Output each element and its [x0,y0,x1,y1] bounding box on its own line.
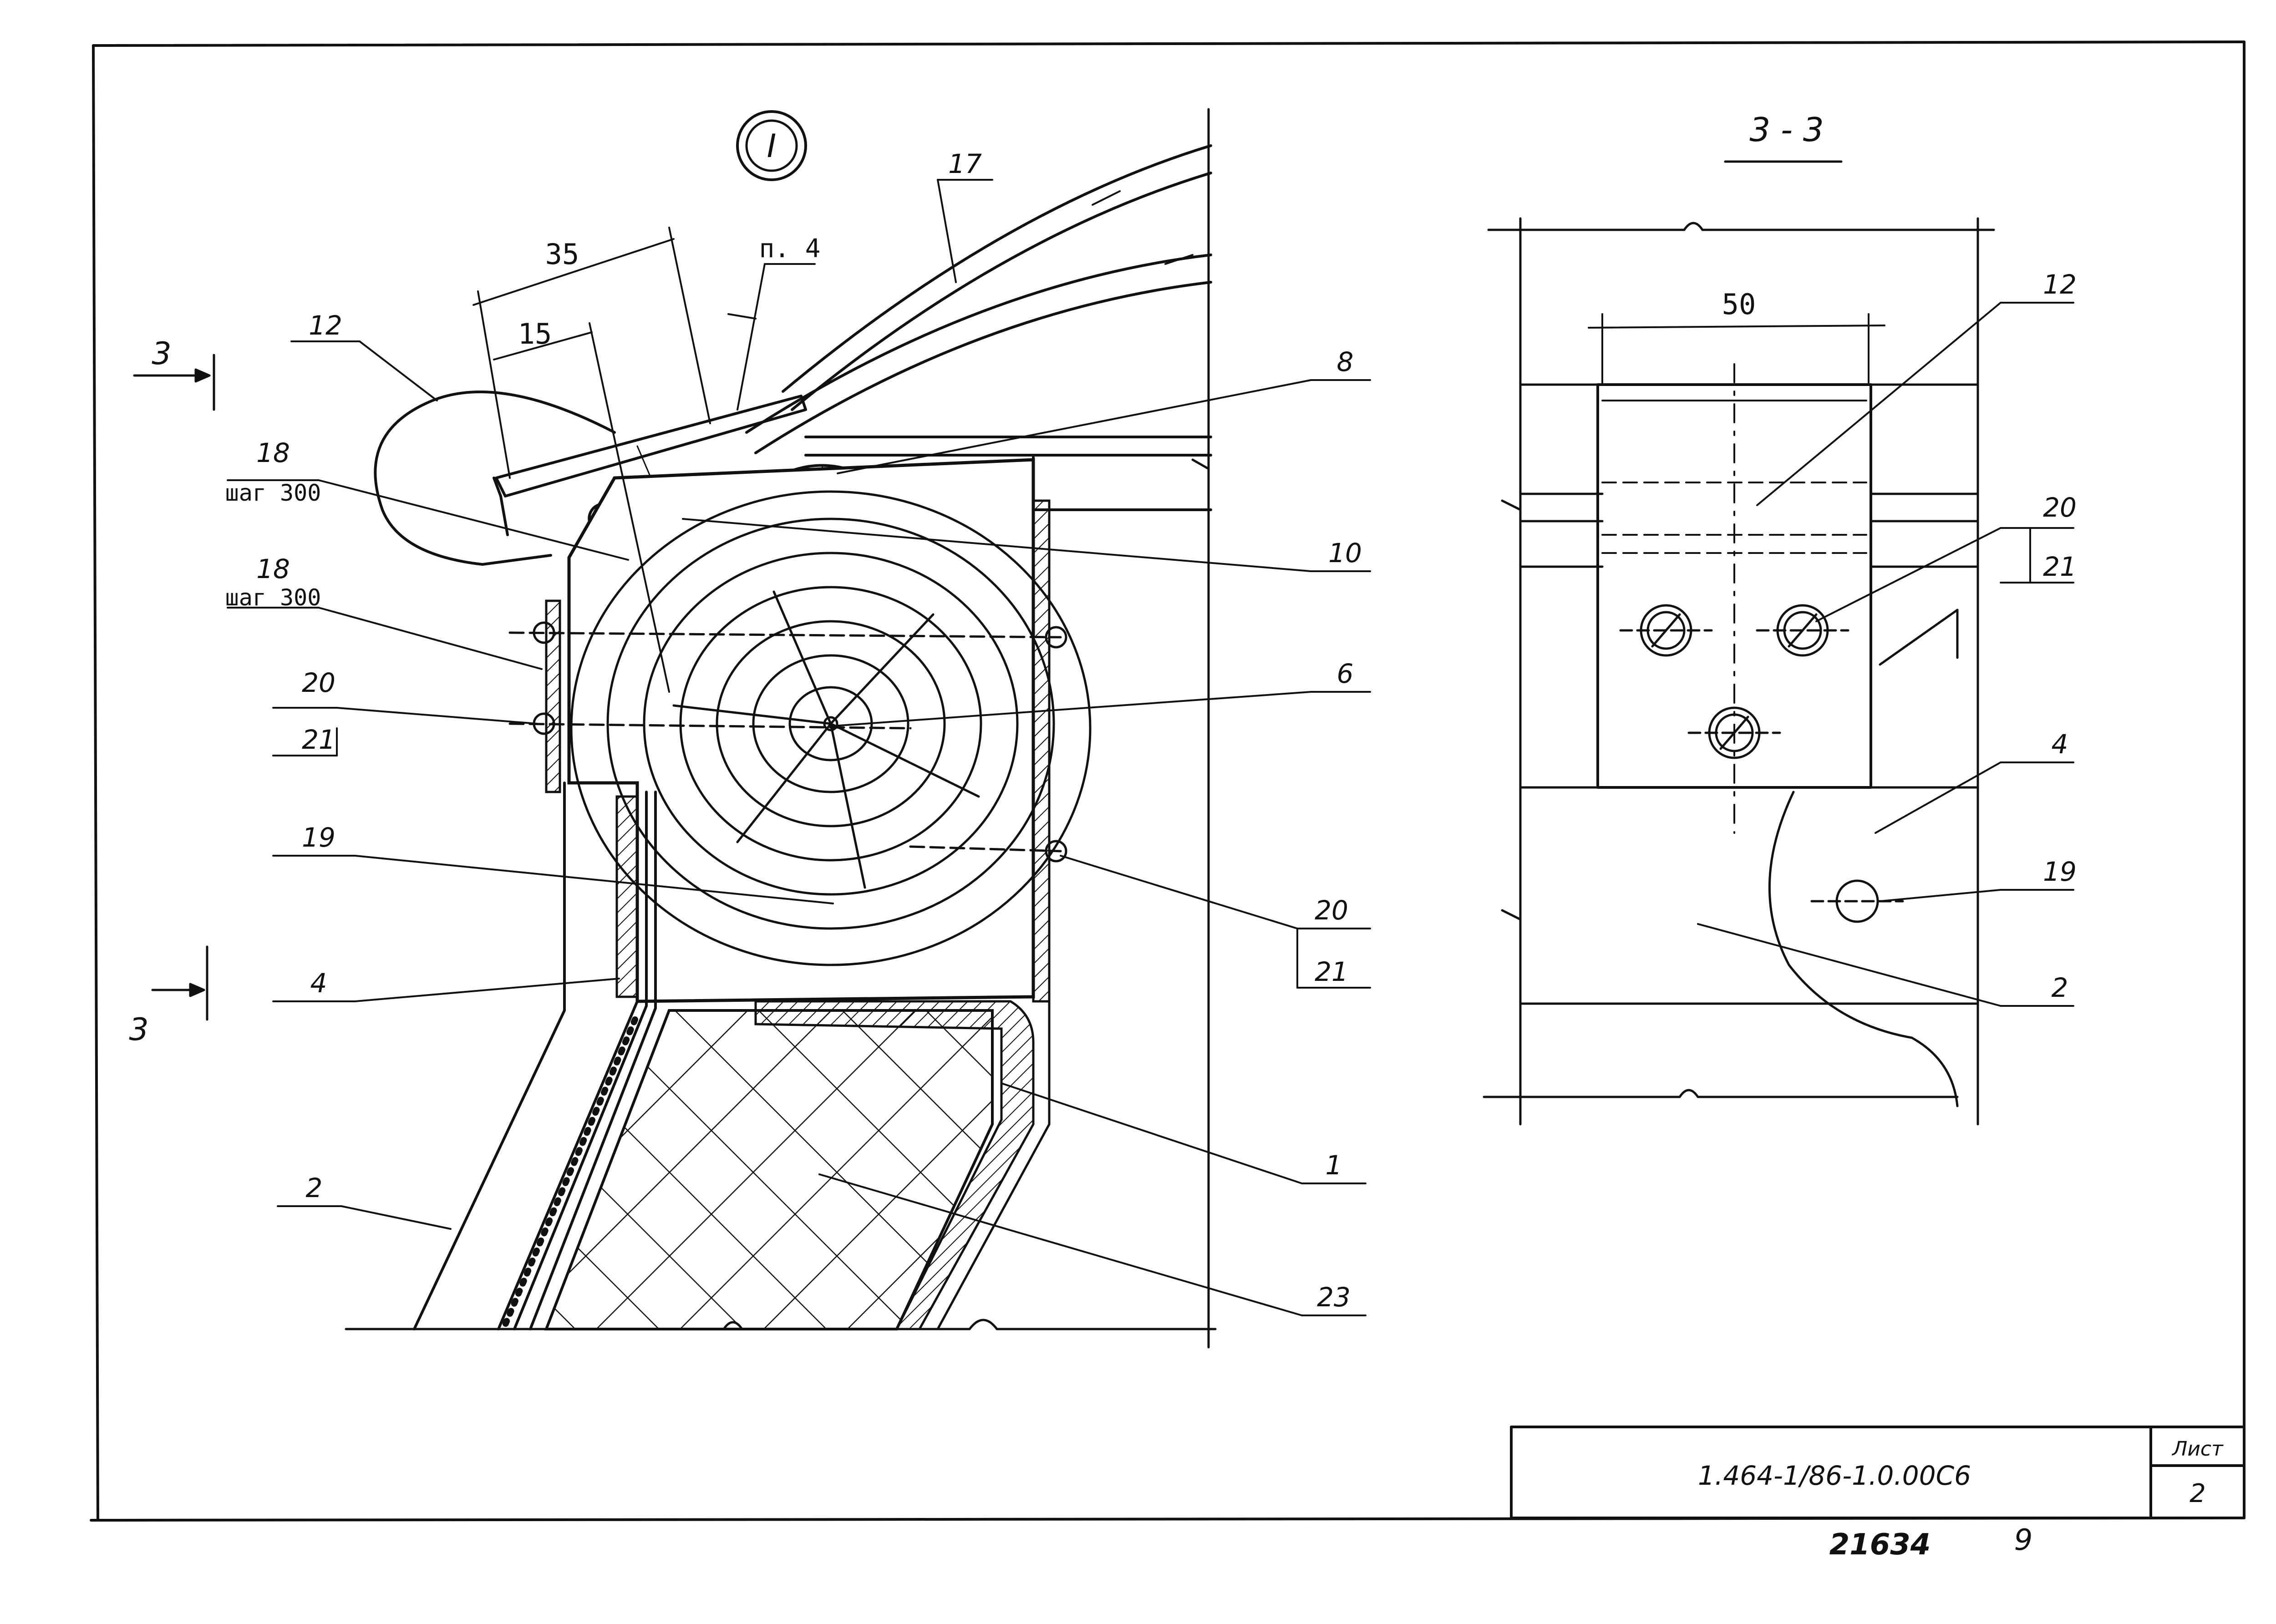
detail-boundary [1191,108,1210,1349]
callout-2: 2 [306,1172,323,1203]
section-callout-12: 12 [2043,269,2077,300]
step-note-a: шаг 300 [225,480,321,506]
section-mark-top-label: 3 [152,336,171,372]
frame-side-plate [1032,499,1051,1003]
bolt-bar [508,599,1067,863]
footer-inventory-number: 21634 [1829,1528,1931,1562]
title-block-sheet-label: Лист [2171,1437,2224,1461]
callout-18-a: 18 [256,437,290,468]
section-mark-bottom-label: 3 [129,1012,148,1048]
bracket-4 [615,795,639,998]
callout-leaders [227,179,1371,1316]
section-callout-20: 20 [2043,492,2077,523]
clip-plate [1596,363,1872,834]
section-callout-19: 19 [2043,856,2077,887]
section-callout-leaders [1697,302,2074,1007]
frame-profile-2 [413,782,657,1330]
callout-21-a: 21 [302,724,335,755]
section-title: 3 - 3 [1749,111,1824,149]
callout-12: 12 [309,310,342,341]
dimension-15-label: 15 [518,317,552,350]
detail-marker-label: I [767,127,777,165]
callout-17: 17 [948,148,982,179]
clamp-plate [493,395,807,536]
note-p4: п. 4 [759,234,821,264]
bracket-4-section [1768,791,1959,1107]
title-block [1510,1426,2246,1519]
title-block-code: 1.464-1/86-1.0.00С6 [1698,1460,1971,1491]
section-3-3-view: 3 - 3 [1483,111,2077,1126]
section-callout-4: 4 [2052,729,2068,760]
section-callout-labels: 12 20 21 4 19 2 [2043,269,2077,1003]
callout-4: 4 [310,968,327,999]
callout-6: 6 [1337,658,1354,689]
section-mark-bottom [151,945,208,1021]
dimension-35-label: 35 [545,238,579,271]
callout-20-b: 20 [1315,895,1348,926]
step-note-b: шаг 300 [225,584,321,611]
section-callout-21: 21 [2043,551,2077,582]
callout-20-a: 20 [302,667,335,698]
callout-labels: 12 17 8 18 шаг 300 18 шаг 300 10 6 20 21… [225,148,1362,1313]
callout-23: 23 [1317,1282,1351,1313]
dimension-35 [472,227,711,479]
bolt-heads [1619,604,1904,923]
callout-1: 1 [1326,1150,1342,1181]
detail-marker: I [736,110,807,181]
callout-19: 19 [302,822,335,853]
section-callout-2: 2 [2052,972,2068,1003]
section-outline [1483,217,1995,1126]
callout-10: 10 [1328,538,1362,568]
dimension-50 [1588,313,1885,386]
callout-21-b: 21 [1315,956,1348,987]
footer-page-number: 9 [2014,1523,2033,1557]
timber-beam [567,458,1092,1003]
title-block-sheet-number: 2 [2190,1479,2206,1508]
callout-18-b: 18 [256,553,290,584]
detail-i-view: I [129,108,1371,1349]
seal-1 [754,1000,1051,1330]
callout-8: 8 [1337,346,1354,377]
dimension-15 [493,322,670,693]
section-mark-top [133,354,215,411]
cover-panels [745,144,1212,454]
dimension-50-label: 50 [1722,288,1756,321]
spring-clip [374,391,616,566]
